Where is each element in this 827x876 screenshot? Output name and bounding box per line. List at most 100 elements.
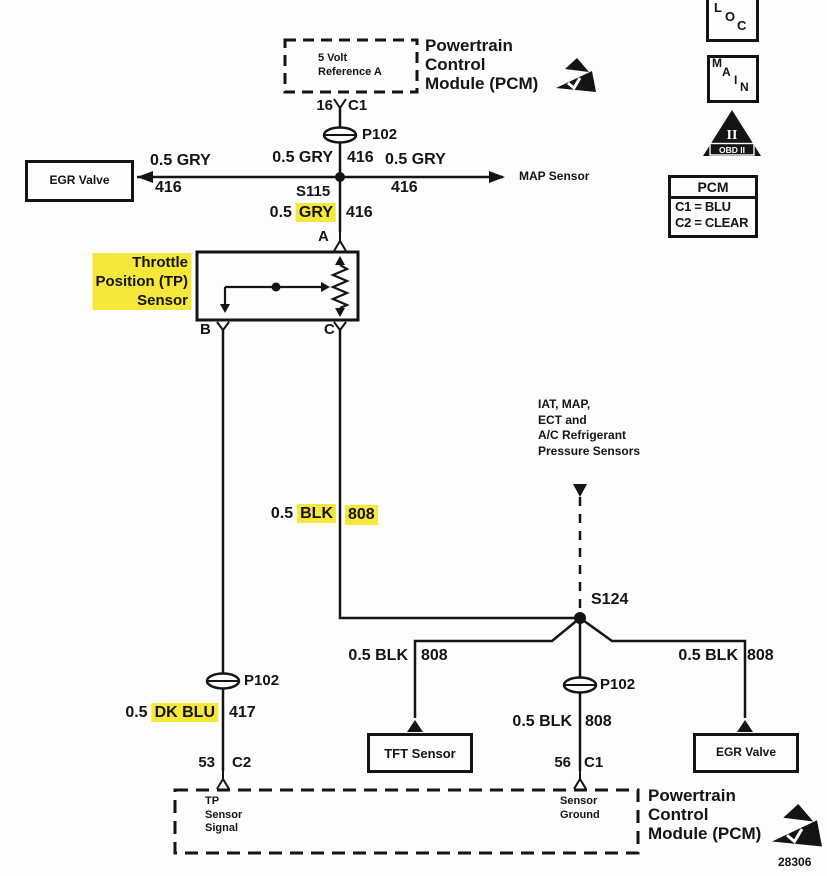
pin-53: 53	[198, 754, 215, 771]
egr-valve-bottom-label: EGR Valve	[715, 745, 777, 760]
connector-p102-left-icon	[205, 672, 241, 690]
connector-p102-top-icon	[322, 126, 358, 144]
terminal-c	[333, 321, 347, 331]
tp-signal-line1: TP	[205, 795, 220, 807]
loc-letter-l: L	[714, 0, 722, 15]
arrow-to-offpage-sensors-icon	[573, 484, 587, 497]
blk-center-circuit: 808	[585, 713, 612, 730]
arrow-to-egr-valve-icon	[137, 171, 153, 183]
loc-tab	[706, 0, 759, 42]
tp-name-line2: Position (TP)	[92, 272, 191, 291]
splice-s115-label: S115	[296, 183, 331, 200]
terminal-b-label: B	[200, 321, 211, 338]
tp-name-line1: Throttle	[92, 253, 191, 272]
connector-p102-center-icon	[562, 676, 598, 694]
arrow-to-tft-sensor-icon	[407, 720, 423, 732]
terminal-16-c1	[333, 98, 347, 109]
main-letter-a: A	[722, 65, 731, 79]
splice-s124-label: S124	[591, 591, 629, 608]
blk-right-circuit: 808	[747, 647, 774, 664]
terminal-56-c1	[573, 771, 587, 790]
main-tab	[707, 55, 759, 103]
terminal-b	[216, 321, 230, 331]
blk-tp-color: BLK	[297, 504, 336, 523]
gry-top-label: 0.5 GRY	[272, 149, 333, 166]
dkblu-color: DK BLU	[151, 703, 218, 722]
dkblu-circuit: 417	[229, 704, 256, 721]
blk-right-label: 0.5 BLK	[678, 647, 738, 664]
wiper-arrow-icon	[321, 282, 330, 292]
blk-tp-circuit: 808	[345, 505, 378, 525]
pcm-bottom-line3: Module (PCM)	[648, 824, 762, 843]
pcm-bottom-line2: Control	[648, 805, 709, 824]
five-volt-line: 5 Volt	[318, 52, 348, 64]
pcm-top-dashed-box	[283, 38, 419, 94]
gry-down-circuit: 416	[346, 204, 373, 221]
p102-label-left: P102	[244, 672, 280, 689]
loc-letter-c: C	[737, 18, 747, 33]
pcm-top-line1: Powertrain	[425, 36, 513, 55]
legend-title: PCM	[671, 178, 755, 199]
tp-signal-label: TP Sensor Signal	[205, 795, 242, 836]
legend-row-c2: C2 = CLEAR	[675, 215, 749, 230]
map-sensor-label: MAP Sensor	[519, 169, 590, 183]
gry-down-gauge: 0.5	[269, 204, 292, 221]
pcm-connector-legend: PCM C1 = BLU C2 = CLEAR	[668, 175, 758, 238]
reference-a-line: Reference A	[318, 65, 382, 78]
obdii-label: OBD II	[719, 145, 745, 155]
main-letter-i: I	[734, 73, 738, 87]
wiper-down-arrow-icon	[220, 304, 230, 313]
connector-c1-bottom: C1	[584, 754, 604, 771]
resistor-arrow-up-icon	[335, 256, 345, 265]
tft-sensor-box: TFT Sensor	[367, 733, 473, 773]
legend-row-c1: C1 = BLU	[675, 199, 731, 214]
terminal-53-c2	[216, 771, 230, 790]
offpage-sensors-label: IAT, MAP, ECT and A/C Refrigerant Pressu…	[538, 397, 640, 459]
tp-signal-line2: Sensor	[205, 808, 243, 821]
arrow-to-map-sensor-icon	[489, 171, 505, 183]
resistor-arrow-down-icon	[335, 308, 345, 317]
pcm-top-line2: Control	[425, 55, 486, 74]
wire-blk-tft-branch	[413, 617, 581, 718]
pcm-bottom-name: Powertrain Control Module (PCM)	[648, 786, 761, 843]
wiper-junction-dot	[271, 282, 281, 292]
obdii-numeral: II	[727, 128, 738, 143]
figure-number: 28306	[778, 855, 812, 869]
blk-center-label: 0.5 BLK	[512, 713, 572, 730]
pcm-function-label: 5 Volt Reference A	[318, 52, 382, 79]
p102-label-top: P102	[362, 126, 398, 143]
connector-c2-bottom: C2	[232, 754, 252, 771]
gry-left-circuit: 416	[155, 179, 182, 196]
pin-16: 16	[316, 97, 333, 114]
sensor-ground-label: Sensor Ground	[560, 795, 600, 822]
gry-right-circuit: 416	[391, 179, 418, 196]
tp-signal-line3: Signal	[205, 822, 239, 834]
blk-left-circuit: 808	[421, 647, 448, 664]
dkblu-gauge: 0.5	[125, 704, 148, 721]
pcm-top-name: Powertrain Control Module (PCM)	[425, 36, 538, 93]
sensor-ground-line1: Sensor	[560, 795, 598, 807]
egr-valve-top-box: EGR Valve	[25, 160, 134, 202]
tp-sensor-box-outline	[195, 250, 360, 322]
offpage-line3: A/C Refrigerant	[538, 428, 627, 442]
egr-valve-bottom-box: EGR Valve	[693, 733, 799, 773]
pcm-bottom-dashed-box	[173, 788, 640, 855]
connector-c1-top: C1	[348, 97, 368, 114]
loc-letter-o: O	[725, 9, 736, 24]
gry-left-label: 0.5 GRY	[150, 152, 211, 169]
pcm-top-line3: Module (PCM)	[425, 74, 539, 93]
wire-blk-egr-branch	[579, 616, 747, 718]
esd-symbol-bottom-icon	[772, 804, 822, 847]
tft-sensor-label: TFT Sensor	[384, 745, 456, 761]
arrow-to-egr-bottom-icon	[737, 720, 753, 732]
potentiometer-resistor-icon	[330, 264, 350, 310]
gry-down-color: GRY	[295, 203, 336, 222]
egr-valve-top-label: EGR Valve	[49, 173, 110, 188]
esd-symbol-top-icon	[556, 58, 596, 92]
tp-sensor-name: Throttle Position (TP) Sensor	[92, 253, 191, 310]
p102-label-center: P102	[600, 676, 636, 693]
